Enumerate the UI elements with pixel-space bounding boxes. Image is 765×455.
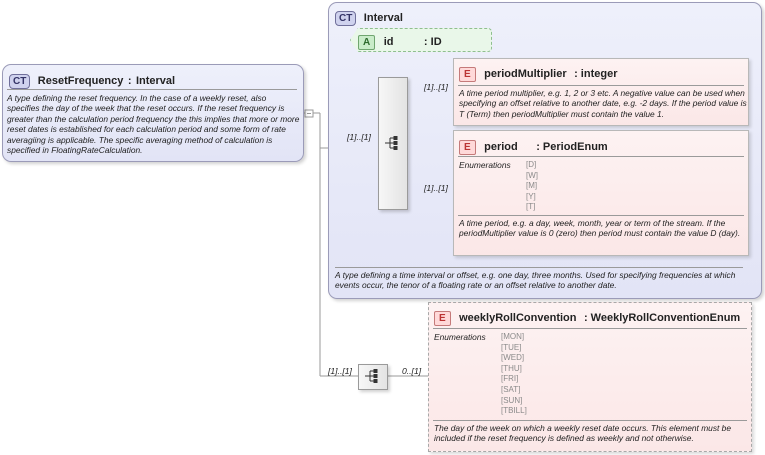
period-name: period [484, 141, 518, 153]
sequence-icon [365, 369, 378, 383]
weekly-roll-convention-box: E weeklyRollConvention : WeeklyRollConve… [428, 302, 752, 452]
attribute-id-name: id [383, 36, 394, 48]
divider [433, 420, 747, 421]
period-multiplier-cardinality: [1]..[1] [424, 82, 448, 92]
enum-value: [SUN] [501, 395, 523, 405]
period-enum-label: Enumerations [459, 160, 511, 170]
interval-seq-cardinality: [1]..[1] [347, 132, 371, 142]
enum-value: [W] [526, 170, 538, 180]
divider [7, 89, 297, 90]
period-enum-list: [D] [W] [M] [Y] [T] [526, 160, 538, 213]
period-header: E period : PeriodEnum [459, 137, 608, 155]
complex-type-badge: CT [9, 74, 31, 89]
weekly-roll-doc: The day of the week on which a weekly re… [434, 423, 731, 444]
outer-sequence [358, 364, 388, 390]
divider [433, 328, 747, 329]
enum-value: [SAT] [501, 384, 521, 394]
period-box: E period : PeriodEnum Enumerations [D] [… [453, 130, 749, 256]
interval-header: CT Interval [335, 8, 403, 26]
weekly-roll-header: E weeklyRollConvention : WeeklyRollConve… [434, 308, 740, 326]
period-type: : PeriodEnum [536, 141, 608, 153]
reset-frequency-header: CT ResetFrequency : Interval [9, 71, 175, 89]
attribute-id-type: : ID [423, 36, 442, 48]
weekly-roll-type: : WeeklyRollConventionEnum [583, 312, 741, 324]
enum-value: [M] [526, 181, 538, 191]
divider [335, 267, 743, 268]
period-multiplier-doc: A time period multiplier, e.g. 1, 2 or 3… [459, 88, 747, 119]
element-badge: E [459, 140, 476, 155]
weekly-roll-enum-list: [MON] [TUE] [WED] [THU] [FRI] [SAT] [SUN… [501, 332, 527, 417]
enum-value: [Y] [526, 191, 536, 201]
divider [458, 85, 744, 86]
weekly-roll-enum-label: Enumerations [434, 332, 486, 342]
period-multiplier-box: E periodMultiplier : integer A time peri… [453, 58, 749, 126]
weekly-roll-name: weeklyRollConvention [459, 312, 577, 324]
enum-value: [FRI] [501, 374, 519, 384]
period-multiplier-name: periodMultiplier [484, 68, 567, 80]
reset-frequency-doc: A type defining the reset frequency. In … [7, 93, 300, 156]
reset-frequency-type-sep: : [127, 75, 132, 87]
period-multiplier-type: : integer [574, 68, 618, 80]
enum-value: [WED] [501, 353, 525, 363]
enum-value: [THU] [501, 363, 522, 373]
divider [458, 215, 744, 216]
period-cardinality: [1]..[1] [424, 183, 448, 193]
enum-value: [TBILL] [501, 406, 527, 416]
attribute-badge: A [358, 35, 376, 50]
interval-doc: A type defining a time interval or offse… [335, 270, 736, 291]
enum-value: [T] [526, 202, 536, 212]
interval-name: Interval [363, 12, 403, 24]
reset-frequency-box: CT ResetFrequency : Interval A type defi… [2, 64, 304, 162]
period-multiplier-header: E periodMultiplier : integer [459, 64, 617, 82]
weekly-roll-cardinality: 0..[1] [402, 366, 422, 376]
enum-value: [MON] [501, 332, 525, 341]
element-badge: E [434, 311, 451, 326]
enum-value: [TUE] [501, 342, 522, 352]
element-badge: E [459, 67, 476, 82]
period-doc: A time period, e.g. a day, week, month, … [459, 218, 741, 239]
outer-seq-cardinality: [1]..[1] [328, 366, 352, 376]
enum-value: [D] [526, 160, 537, 169]
reset-frequency-name: ResetFrequency [37, 75, 124, 87]
sequence-icon [385, 136, 398, 150]
attribute-id-header: A id : ID [358, 32, 442, 50]
complex-type-badge: CT [335, 11, 357, 26]
divider [458, 156, 744, 157]
reset-frequency-type: Interval [135, 75, 176, 87]
